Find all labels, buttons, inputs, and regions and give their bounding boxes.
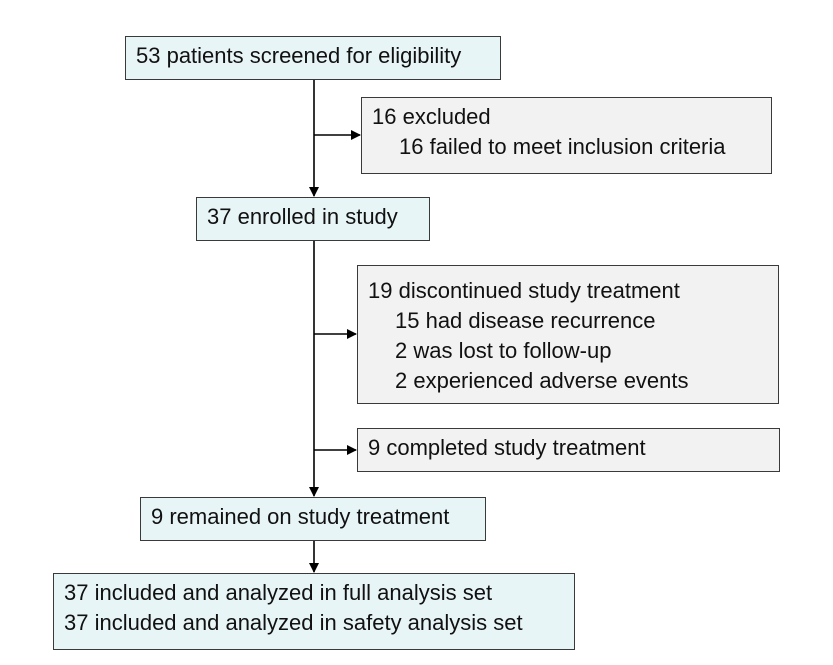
discontinued-reason-adverse: 2 experienced adverse events (395, 368, 689, 393)
analysis-box: 37 included and analyzed in full analysi… (53, 573, 575, 650)
discontinued-title: 19 discontinued study treatment (368, 278, 680, 303)
completed-box: 9 completed study treatment (357, 428, 780, 472)
remained-text: 9 remained on study treatment (151, 504, 450, 529)
enrolled-box: 37 enrolled in study (196, 197, 430, 241)
analysis-safety-set: 37 included and analyzed in safety analy… (64, 610, 523, 635)
discontinued-reason-recurrence: 15 had disease recurrence (395, 308, 656, 333)
completed-text: 9 completed study treatment (368, 435, 646, 460)
remained-box: 9 remained on study treatment (140, 497, 486, 541)
excluded-title: 16 excluded (372, 104, 491, 129)
excluded-reason: 16 failed to meet inclusion criteria (399, 134, 726, 159)
screened-text: 53 patients screened for eligibility (136, 43, 462, 68)
analysis-full-set: 37 included and analyzed in full analysi… (64, 580, 493, 605)
discontinued-reason-lost: 2 was lost to follow-up (395, 338, 612, 363)
discontinued-box: 19 discontinued study treatment 15 had d… (357, 265, 779, 404)
excluded-box: 16 excluded 16 failed to meet inclusion … (361, 97, 772, 174)
screened-box: 53 patients screened for eligibility (125, 36, 501, 80)
enrolled-text: 37 enrolled in study (207, 204, 398, 229)
